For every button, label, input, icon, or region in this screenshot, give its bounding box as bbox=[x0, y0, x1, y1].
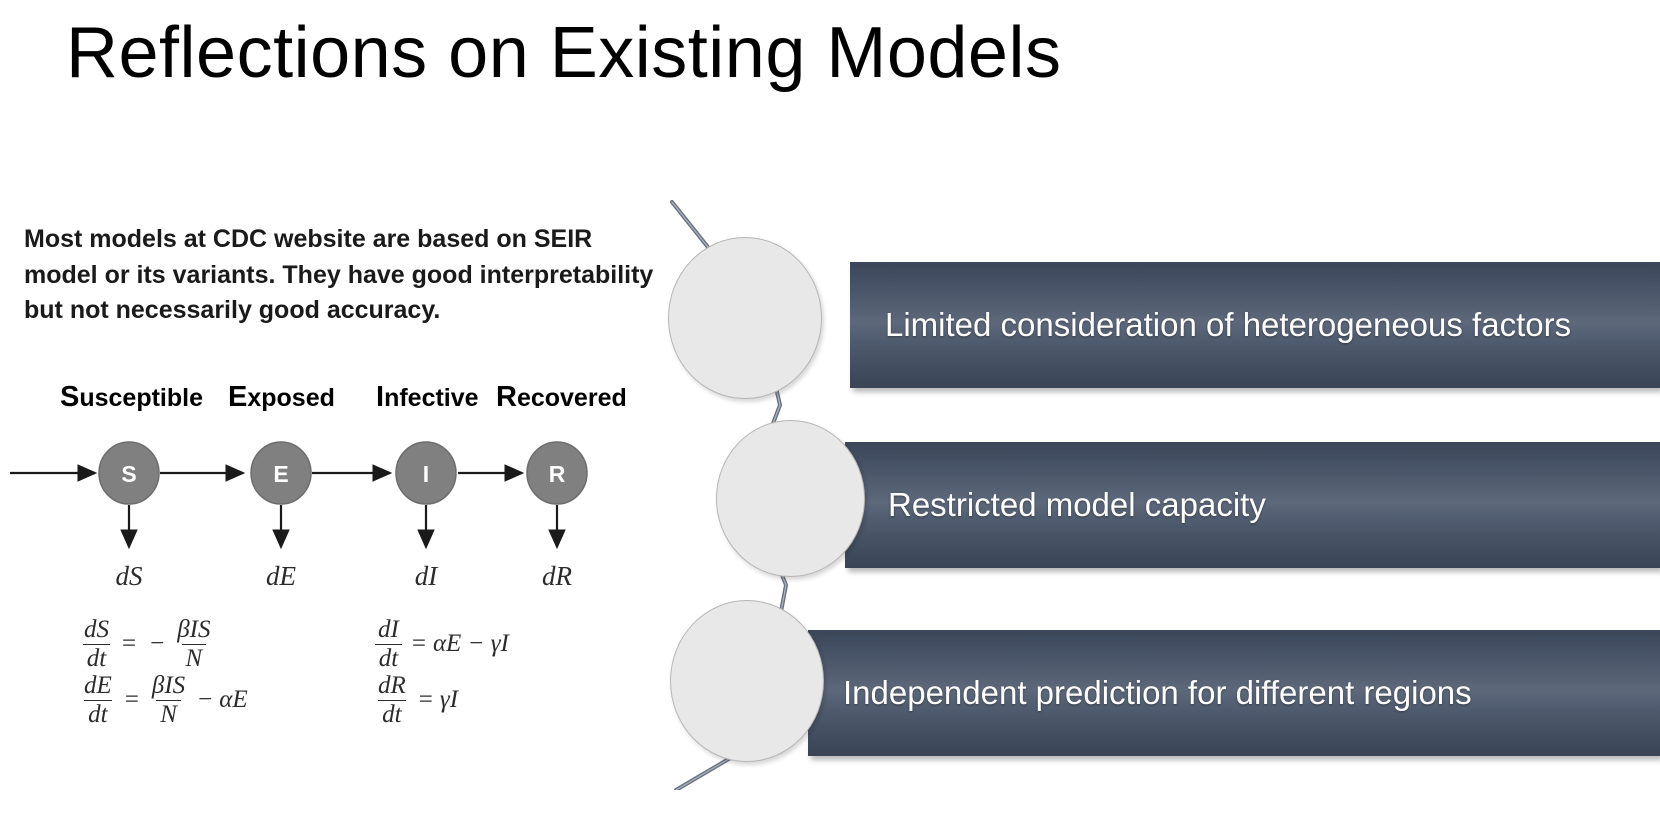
banner-bubble-1[interactable] bbox=[668, 237, 822, 399]
equals-sign: = bbox=[418, 686, 433, 713]
node-s bbox=[98, 441, 160, 505]
fraction-numerator: dS bbox=[84, 616, 109, 643]
fraction-denominator: dt bbox=[374, 643, 403, 672]
seir-label-rest: ecovered bbox=[516, 384, 627, 412]
seir-compartment-diagram: S E I R dS dE dI dR bbox=[10, 441, 588, 591]
fraction-denominator: dt bbox=[378, 699, 406, 728]
seir-label-initial: S bbox=[60, 381, 80, 413]
limitations-banner-group: Limited consideration of heterogeneous f… bbox=[640, 190, 1660, 790]
seir-label-initial: E bbox=[228, 381, 248, 413]
equation-de-dt: dE dt = βIS N − αE bbox=[78, 672, 248, 728]
node-r bbox=[526, 441, 588, 505]
outflow-label-dr: dR bbox=[542, 561, 573, 591]
equation-column-right: dI dt = αE − γI dR dt = γI bbox=[372, 616, 509, 728]
outflow-label-di: dI bbox=[415, 561, 440, 591]
term-alpha-e: αE bbox=[219, 686, 248, 713]
minus-sign: − bbox=[150, 630, 165, 657]
fraction-dr-dt: dR dt bbox=[374, 673, 410, 727]
seir-label-rest: nfective bbox=[384, 384, 479, 412]
seir-label-infective: Infective bbox=[376, 381, 479, 414]
fraction-numerator: βIS bbox=[177, 616, 211, 643]
equation-dr-dt: dR dt = γI bbox=[372, 672, 509, 728]
seir-label-susceptible: Susceptible bbox=[60, 381, 203, 414]
seir-label-initial: R bbox=[496, 381, 517, 413]
banner-limited-consideration[interactable]: Limited consideration of heterogeneous f… bbox=[850, 262, 1660, 388]
node-label-s: S bbox=[121, 461, 136, 487]
fraction-beta-is-over-n: βIS N bbox=[148, 673, 189, 727]
fraction-beta-is-over-n: βIS N bbox=[173, 617, 214, 671]
banner-label: Independent prediction for different reg… bbox=[843, 674, 1472, 711]
node-label-i: I bbox=[423, 461, 429, 487]
outflow-label-ds: dS bbox=[116, 561, 144, 591]
banner-bubble-2[interactable] bbox=[716, 420, 865, 577]
fraction-denominator: dt bbox=[84, 699, 112, 728]
outflow-label-de: dE bbox=[266, 561, 297, 591]
fraction-de-dt: dE dt bbox=[80, 673, 116, 727]
fraction-denominator: dt bbox=[82, 643, 111, 672]
seir-label-recovered: Recovered bbox=[496, 381, 627, 414]
fraction-ds-dt: dS dt bbox=[80, 617, 113, 671]
equals-sign: = bbox=[124, 686, 139, 713]
seir-label-initial: I bbox=[376, 381, 385, 413]
seir-label-exposed: Exposed bbox=[228, 381, 335, 414]
fraction-di-dt: dI dt bbox=[374, 617, 403, 671]
page-title: Reflections on Existing Models bbox=[66, 13, 1062, 93]
fraction-numerator: dI bbox=[378, 616, 399, 643]
equation-column-left: dS dt = − βIS N dE dt = βIS N − αE bbox=[78, 616, 248, 728]
minus-sign: − bbox=[198, 686, 213, 713]
node-i bbox=[395, 441, 457, 505]
fraction-denominator: N bbox=[181, 643, 207, 672]
node-label-e: E bbox=[273, 461, 288, 487]
seir-label-rest: xposed bbox=[247, 384, 335, 412]
fraction-numerator: βIS bbox=[151, 672, 186, 699]
banner-label: Limited consideration of heterogeneous f… bbox=[885, 306, 1572, 343]
banner-bubble-3[interactable] bbox=[670, 600, 824, 762]
banner-independent-prediction[interactable]: Independent prediction for different reg… bbox=[808, 630, 1660, 756]
banner-label: Restricted model capacity bbox=[888, 486, 1266, 523]
term-gamma-i: γI bbox=[439, 686, 459, 713]
equals-sign: = bbox=[122, 630, 137, 657]
equals-sign: = bbox=[411, 630, 426, 657]
equation-di-dt: dI dt = αE − γI bbox=[372, 616, 509, 672]
term-alpha-e-minus-gamma-i: αE − γI bbox=[432, 630, 509, 657]
intro-paragraph: Most models at CDC website are based on … bbox=[24, 225, 654, 324]
banner-restricted-capacity[interactable]: Restricted model capacity bbox=[845, 442, 1660, 568]
node-e bbox=[250, 441, 312, 505]
fraction-denominator: N bbox=[156, 699, 181, 728]
fraction-numerator: dR bbox=[378, 672, 406, 699]
fraction-numerator: dE bbox=[84, 672, 112, 699]
equation-ds-dt: dS dt = − βIS N bbox=[78, 616, 248, 672]
node-label-r: R bbox=[549, 461, 566, 487]
seir-label-rest: usceptible bbox=[79, 384, 203, 412]
